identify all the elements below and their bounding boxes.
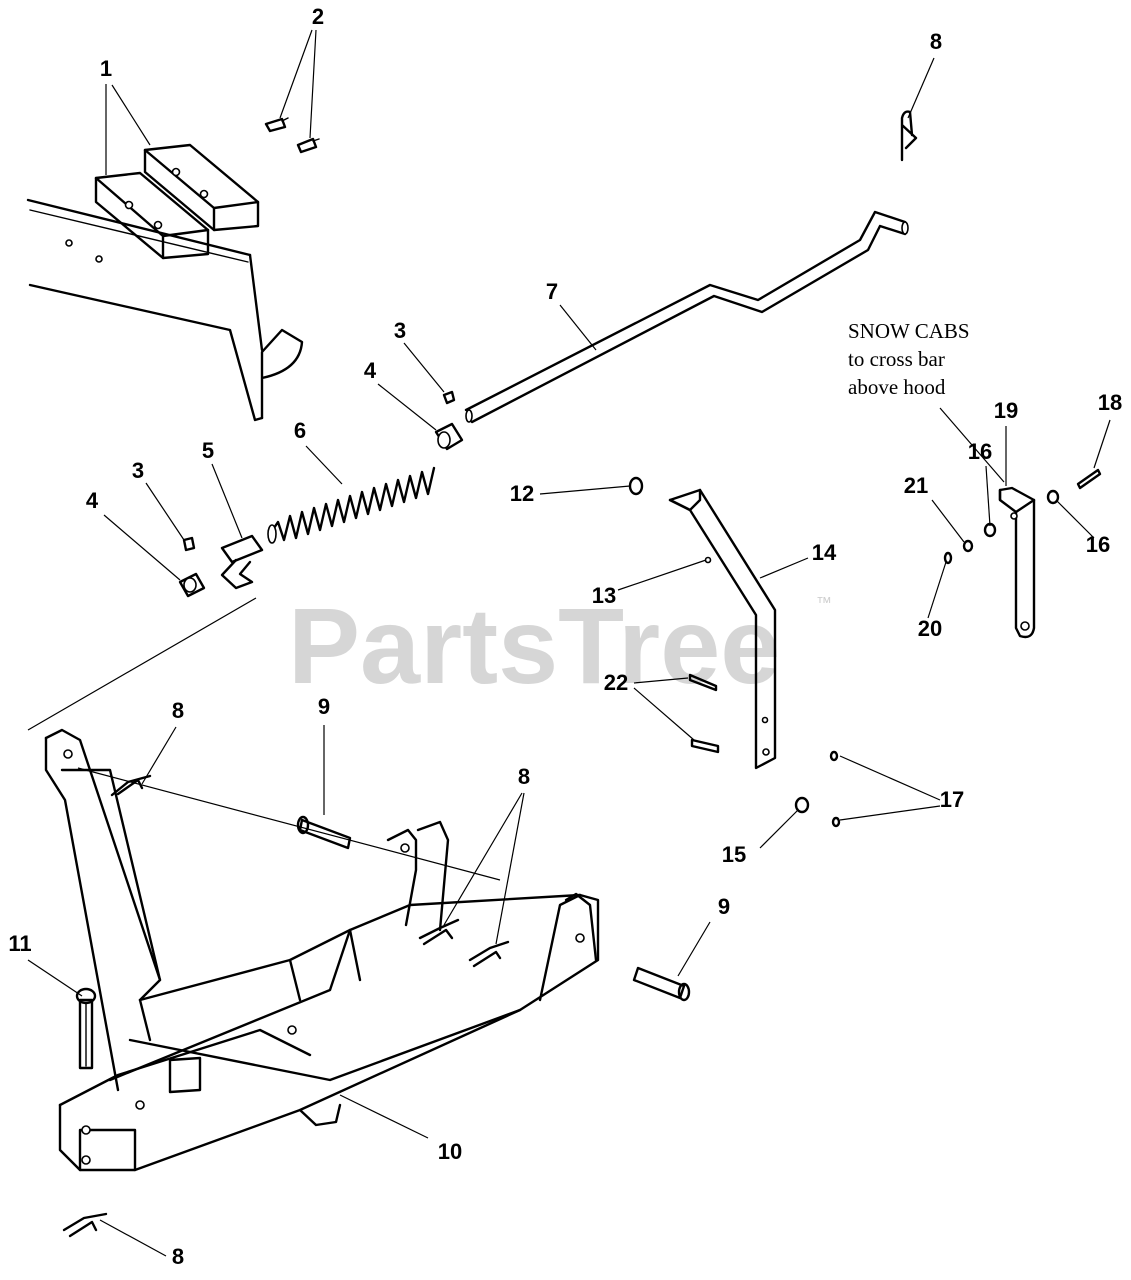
callout-11: 11 <box>8 931 31 956</box>
nut-20 <box>943 551 953 565</box>
hairpin-clip-mid <box>418 918 460 946</box>
note-line-1: SNOW CABS <box>848 319 970 343</box>
washer-15 <box>794 796 810 814</box>
carriage-bolts <box>264 117 320 154</box>
callout-2: 2 <box>312 4 324 29</box>
callout-17: 17 <box>940 787 964 812</box>
hitch-pin <box>75 987 97 1070</box>
hairpin-clip-right <box>468 940 510 968</box>
callout-18: 18 <box>1098 390 1122 415</box>
callout-22: 22 <box>604 670 628 695</box>
compression-spring <box>267 466 436 544</box>
callout-9-upper: 9 <box>318 694 330 719</box>
callout-10: 10 <box>438 1139 462 1164</box>
control-rod <box>464 210 909 424</box>
callout-4-lower: 4 <box>86 488 99 513</box>
collar-lower <box>178 572 206 598</box>
callout-8-bottom: 8 <box>172 1244 184 1269</box>
hairpin-clip-bottom <box>62 1212 108 1238</box>
hairpin-clip-top <box>900 110 918 162</box>
callout-14: 14 <box>812 540 837 565</box>
hairpin-clip-left <box>110 774 152 797</box>
push-frame <box>44 728 600 1172</box>
support-bracket <box>668 488 777 770</box>
callout-7: 7 <box>546 279 558 304</box>
callout-4-upper: 4 <box>364 358 377 383</box>
note-line-3: above hood <box>848 375 946 399</box>
callout-8-top: 8 <box>930 29 942 54</box>
hex-bolts <box>688 673 720 754</box>
callout-8-mid: 8 <box>518 764 530 789</box>
callout-5: 5 <box>202 438 214 463</box>
callout-16-right: 16 <box>1086 532 1110 557</box>
callout-3-lower: 3 <box>132 458 144 483</box>
leader-lines <box>27 29 1111 1257</box>
watermark: PartsTree <box>288 585 780 706</box>
callout-20: 20 <box>918 616 942 641</box>
plow-blade <box>26 198 304 422</box>
latch <box>220 534 264 590</box>
callout-8-left: 8 <box>172 698 184 723</box>
clevis-pin-upper <box>296 815 352 850</box>
callout-21: 21 <box>904 473 928 498</box>
washer-12 <box>628 476 644 496</box>
nut-17-lower <box>831 816 841 828</box>
callout-19: 19 <box>994 398 1018 423</box>
lock-washer-21 <box>962 539 974 553</box>
callout-12: 12 <box>510 481 534 506</box>
snow-cab-strap <box>998 486 1036 639</box>
callout-16-left: 16 <box>968 439 992 464</box>
callout-15: 15 <box>722 842 746 867</box>
wear-block-pair <box>94 143 260 260</box>
callout-1: 1 <box>100 56 112 81</box>
washer-16-right <box>1046 489 1060 505</box>
bolt-18 <box>1076 468 1102 490</box>
set-screw-lower <box>182 536 196 552</box>
callout-13: 13 <box>592 583 616 608</box>
callout-9-lower: 9 <box>718 894 730 919</box>
note-line-2: to cross bar <box>848 347 945 371</box>
clevis-pin-lower <box>632 966 691 1002</box>
watermark-trademark: ™ <box>816 595 832 612</box>
collar-upper <box>434 422 464 451</box>
nut-17-upper <box>829 750 839 762</box>
set-screw-upper <box>442 390 456 405</box>
callout-6: 6 <box>294 418 306 443</box>
callout-3-upper: 3 <box>394 318 406 343</box>
